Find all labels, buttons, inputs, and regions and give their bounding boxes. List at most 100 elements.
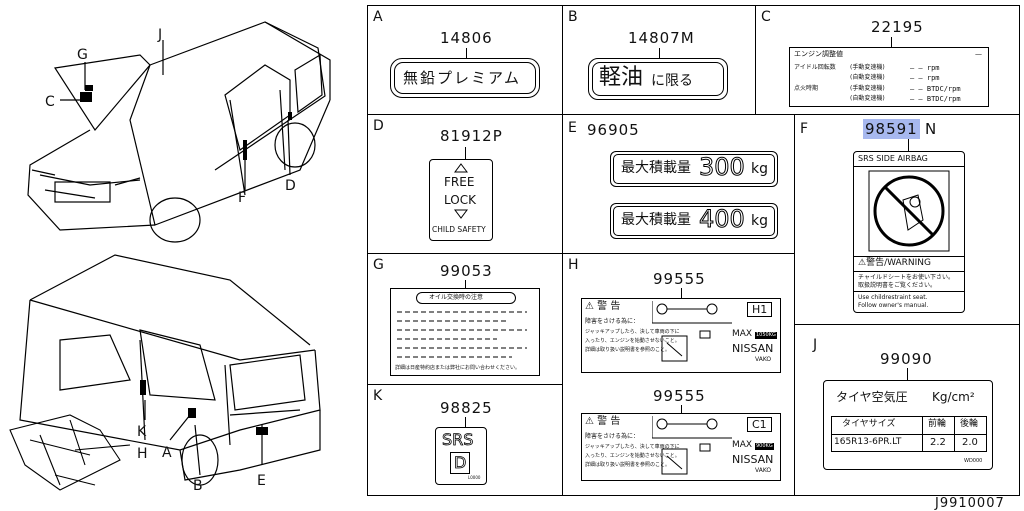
cell-e-part-number: 96905 <box>587 121 640 139</box>
callout-a: A <box>162 445 172 461</box>
jack-code: H1 <box>752 303 768 316</box>
cell-j: J 99090 タイヤ空気圧 Kg/cm² タイヤサイズ 前輪 後輪 165R1… <box>794 324 1020 496</box>
cell-f-part-suffix: N <box>925 120 938 138</box>
warning-jp-line2: 取扱説明書をご覧ください。 <box>858 282 937 289</box>
max-load-text: 最大積載量 <box>621 160 691 176</box>
oil-text-placeholder-lines <box>397 311 527 358</box>
label-inner-outline <box>394 62 536 94</box>
cell-f: F 98591 N SRS SIDE AIRBAG ⚠警告/WARNING チャ… <box>794 114 1020 325</box>
vako-text: VAKO <box>755 467 772 474</box>
label-outline: 無鉛プレミアム <box>390 58 540 98</box>
label-inner-outline <box>613 206 775 236</box>
arrow-down-icon <box>454 209 468 219</box>
label-outline: 軽油 に限る <box>588 58 728 100</box>
callout-c: C <box>45 94 55 110</box>
max-load-number: 300 <box>699 153 746 181</box>
leader-line <box>681 288 682 298</box>
spec-row-b: (手動変速機) <box>850 64 885 71</box>
jack-warning-line: ジャッキアップしたら、決して車両の下に <box>585 444 680 450</box>
spec-title: エンジン調整値 <box>794 50 843 58</box>
jack-warning-sub: 障害をさける為に： <box>585 318 640 325</box>
cell-e-letter: E <box>568 120 577 136</box>
drawing-id: J9910007 <box>935 496 1005 511</box>
jack-warning-line: 詳細は取り扱い説明書を参照のこと。 <box>585 462 671 468</box>
divider <box>854 166 964 167</box>
callout-e: E <box>257 473 266 489</box>
jack-warning-line: ジャッキアップしたら、決して車両の下に <box>585 329 680 335</box>
nissan-text: NISSAN <box>732 342 774 355</box>
srs-d-label: SRS D L0000 <box>435 427 487 485</box>
tire-size-value: 165R13-6PR.LT <box>834 437 902 447</box>
lock-text: LOCK <box>444 193 476 207</box>
jack-warning-heading: ⚠ 警 告 <box>585 416 621 427</box>
cell-d-part-number: 81912P <box>440 127 503 145</box>
cell-h-letter: H <box>568 257 579 273</box>
max-text: MAX <box>732 329 753 339</box>
max-load-text: 最大積載量 <box>621 212 691 228</box>
cell-h: H 99555 ⚠ 警 告 障害をさける為に： ジャッキアップしたら、決して車両… <box>562 253 795 496</box>
cell-k-letter: K <box>373 388 383 404</box>
cell-a-letter: A <box>373 9 383 25</box>
max-load-label-400: 最大積載量 400 kg <box>610 203 778 239</box>
cell-b-part-number: 14807M <box>628 29 695 47</box>
jack-code-box: C1 <box>747 417 772 432</box>
tire-table: タイヤサイズ 前輪 後輪 165R13-6PR.LT 2.2 2.0 <box>831 416 987 452</box>
warning-en-line2: Follow owner's manual. <box>858 302 929 309</box>
d-box: D <box>450 452 470 474</box>
spec-dash: — <box>975 50 982 58</box>
max-capacity: 1050KG <box>755 332 777 339</box>
spec-row-a: 点火時期 <box>794 85 819 92</box>
divider <box>854 271 964 272</box>
cell-g: G 99053 オイル交換時の注意 詳細は日産特約店または弊社にお問い合わせくだ… <box>367 253 563 385</box>
callout-b: B <box>193 478 203 494</box>
warning-heading: ⚠警告/WARNING <box>858 258 932 268</box>
vehicle-illustration-rear <box>9 254 321 491</box>
oil-footer: 詳細は日産特約店または弊社にお問い合わせください。 <box>395 365 521 371</box>
leader-line <box>466 48 467 58</box>
cell-g-part-number: 99053 <box>440 262 493 280</box>
jack-warning-sub: 障害をさける為に： <box>585 433 640 440</box>
tire-pressure-label: タイヤ空気圧 Kg/cm² タイヤサイズ 前輪 後輪 165R13-6PR.LT… <box>823 380 993 470</box>
callout-d: D <box>285 178 296 194</box>
srs-airbag-label: SRS SIDE AIRBAG ⚠警告/WARNING チャイルドシートをお使い… <box>853 151 965 313</box>
warning-jp-line1: チャイルドシートをお使い下さい。 <box>858 274 954 281</box>
max-load-number: 400 <box>699 205 746 233</box>
spec-row-c: — — rpm <box>910 74 940 82</box>
tire-header-front: 前輪 <box>928 419 947 429</box>
cell-j-letter: J <box>813 337 818 353</box>
callout-h: H <box>137 446 148 462</box>
srs-text: SRS <box>442 430 474 449</box>
cell-j-part-number: 99090 <box>880 350 933 368</box>
max-load-unit: kg <box>751 161 768 177</box>
tire-unit: Kg/cm² <box>932 390 975 404</box>
table-col-divider <box>954 417 955 451</box>
jack-point-diagram <box>652 416 732 475</box>
cell-b-letter: B <box>568 9 578 25</box>
label-text-small: に限る <box>651 73 693 89</box>
leader-line <box>659 48 660 58</box>
cell-c: C 22195 エンジン調整値 — アイドル回転数 (手動変速機) — — rp… <box>755 5 1020 115</box>
spec-row-c: — — BTDC/rpm <box>910 85 961 93</box>
leader-line <box>465 147 466 159</box>
label-inner-outline <box>613 154 775 184</box>
tire-rear-value: 2.0 <box>962 437 978 448</box>
max-load-unit: kg <box>751 213 768 229</box>
callout-k: K <box>137 424 147 440</box>
tire-code: WD000 <box>964 458 983 464</box>
nissan-text: NISSAN <box>732 453 774 466</box>
max-text: MAX <box>732 440 753 450</box>
child-lock-label: FREE LOCK CHILD SAFETY <box>429 159 493 241</box>
jack-warning-label-c1: ⚠ 警 告 障害をさける為に： ジャッキアップしたら、決して車両の下に 入ったり… <box>581 413 781 481</box>
callout-j: J <box>158 27 163 43</box>
tire-front-value: 2.2 <box>930 437 946 448</box>
leader-line <box>465 417 466 427</box>
cell-k: K 98825 SRS D L0000 <box>367 384 563 496</box>
oil-change-label: オイル交換時の注意 詳細は日産特約店または弊社にお問い合わせください。 <box>390 288 540 376</box>
no-child-seat-icon <box>868 170 950 252</box>
divider <box>854 291 964 292</box>
free-text: FREE <box>444 175 475 189</box>
spec-row-a: アイドル回転数 <box>794 64 836 71</box>
d-text: D <box>454 453 467 472</box>
cell-f-part-number-highlight[interactable]: 98591 <box>863 119 920 139</box>
spec-row-c: — — rpm <box>910 64 940 72</box>
